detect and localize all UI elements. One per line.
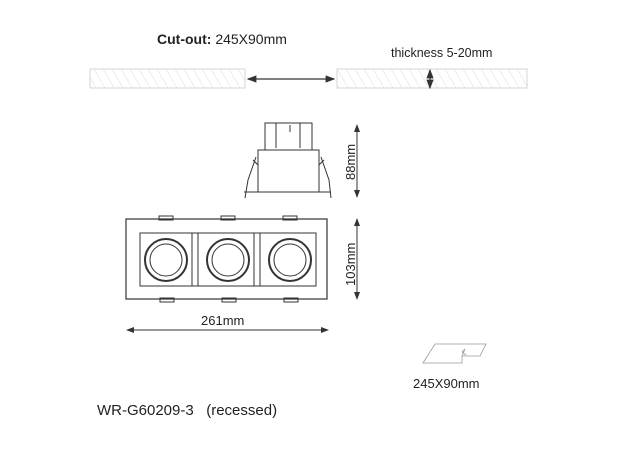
height-label: 88mm (343, 143, 358, 180)
front-view (125, 215, 328, 303)
cutout-spec: Cut-out: 245X90mm (157, 31, 287, 47)
side-view (244, 122, 332, 199)
model-caption: WR-G60209-3 (recessed) (97, 402, 277, 419)
cutout-shape-icon (422, 343, 487, 364)
thickness-label: thickness 5-20mm (391, 46, 493, 60)
model-name: WR-G60209-3 (97, 402, 194, 419)
ceiling-section-left (89, 68, 246, 89)
depth-label: 103mm (343, 242, 358, 286)
ceiling-section-right (336, 68, 528, 89)
cutout-icon-label: 245X90mm (413, 376, 480, 391)
model-type: (recessed) (206, 402, 278, 419)
width-label: 261mm (201, 313, 245, 328)
cutout-label: Cut-out: (157, 31, 212, 47)
cutout-value: 245X90mm (215, 31, 287, 47)
